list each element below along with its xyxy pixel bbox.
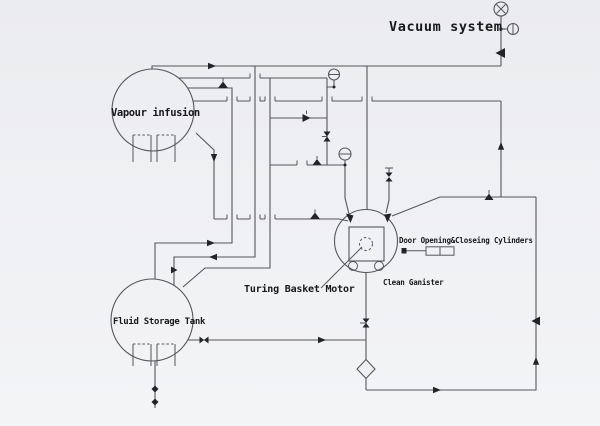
check-valve-icon (531, 316, 540, 326)
control-valve-icon (310, 209, 320, 219)
fluid-storage-tank-label: Fluid Storage Tank (113, 316, 206, 327)
flow-arrow-icon (207, 239, 215, 247)
rotary-pump-icon (356, 358, 376, 380)
control-valve-icon (360, 318, 370, 328)
vapour-infusion-label: Vapour infusion (111, 107, 200, 119)
flow-arrow-icon (497, 142, 505, 150)
drain-valve-icon (151, 398, 159, 406)
turing-basket-motor-label: Turing Basket Motor (244, 283, 355, 295)
flow-arrow-icon (532, 357, 540, 365)
gauges (327, 68, 352, 167)
drain-valve-icon (151, 385, 159, 393)
vacuum-pump-icon (493, 1, 509, 17)
line-jump-icon (226, 73, 373, 219)
control-valve-icon (385, 172, 393, 182)
diagram-title: Vacuum system (389, 19, 502, 35)
control-valve-icon (322, 131, 331, 142)
flow-arrow-icon (209, 253, 217, 261)
flow-arrow-icon (384, 213, 392, 223)
basket-motor-icon (359, 237, 373, 251)
heater-coil-icon (132, 134, 176, 162)
motor-leader-line (320, 246, 363, 289)
door-cylinders-label: Door Opening&Closeing Cylinders (399, 236, 533, 245)
control-valve-icon (218, 78, 228, 88)
control-valve-icon (484, 190, 494, 200)
clean-canister-assembly (320, 208, 399, 289)
heater-coil-icon (132, 343, 176, 366)
fluid-storage-tank: Fluid Storage Tank (110, 278, 206, 406)
clean-canister-label: Clean Ganister (383, 278, 444, 287)
valves (171, 78, 540, 344)
pneumatic-cylinder-icon (401, 246, 455, 256)
control-valve-icon (302, 110, 311, 122)
flow-arrow-icon (346, 213, 354, 223)
flow-arrows (207, 62, 540, 394)
control-valve-icon (312, 156, 322, 165)
control-valve-icon (199, 336, 209, 344)
flow-arrow-icon (318, 336, 326, 344)
flow-arrow-icon (208, 62, 216, 70)
control-valve-icon (171, 266, 178, 274)
vapour-infusion-tank: Vapour infusion (111, 68, 200, 162)
check-valve-icon (495, 48, 505, 58)
flow-arrow-icon (210, 154, 218, 162)
vacuum-pump-assembly (493, 1, 520, 66)
flow-arrow-icon (433, 386, 441, 394)
